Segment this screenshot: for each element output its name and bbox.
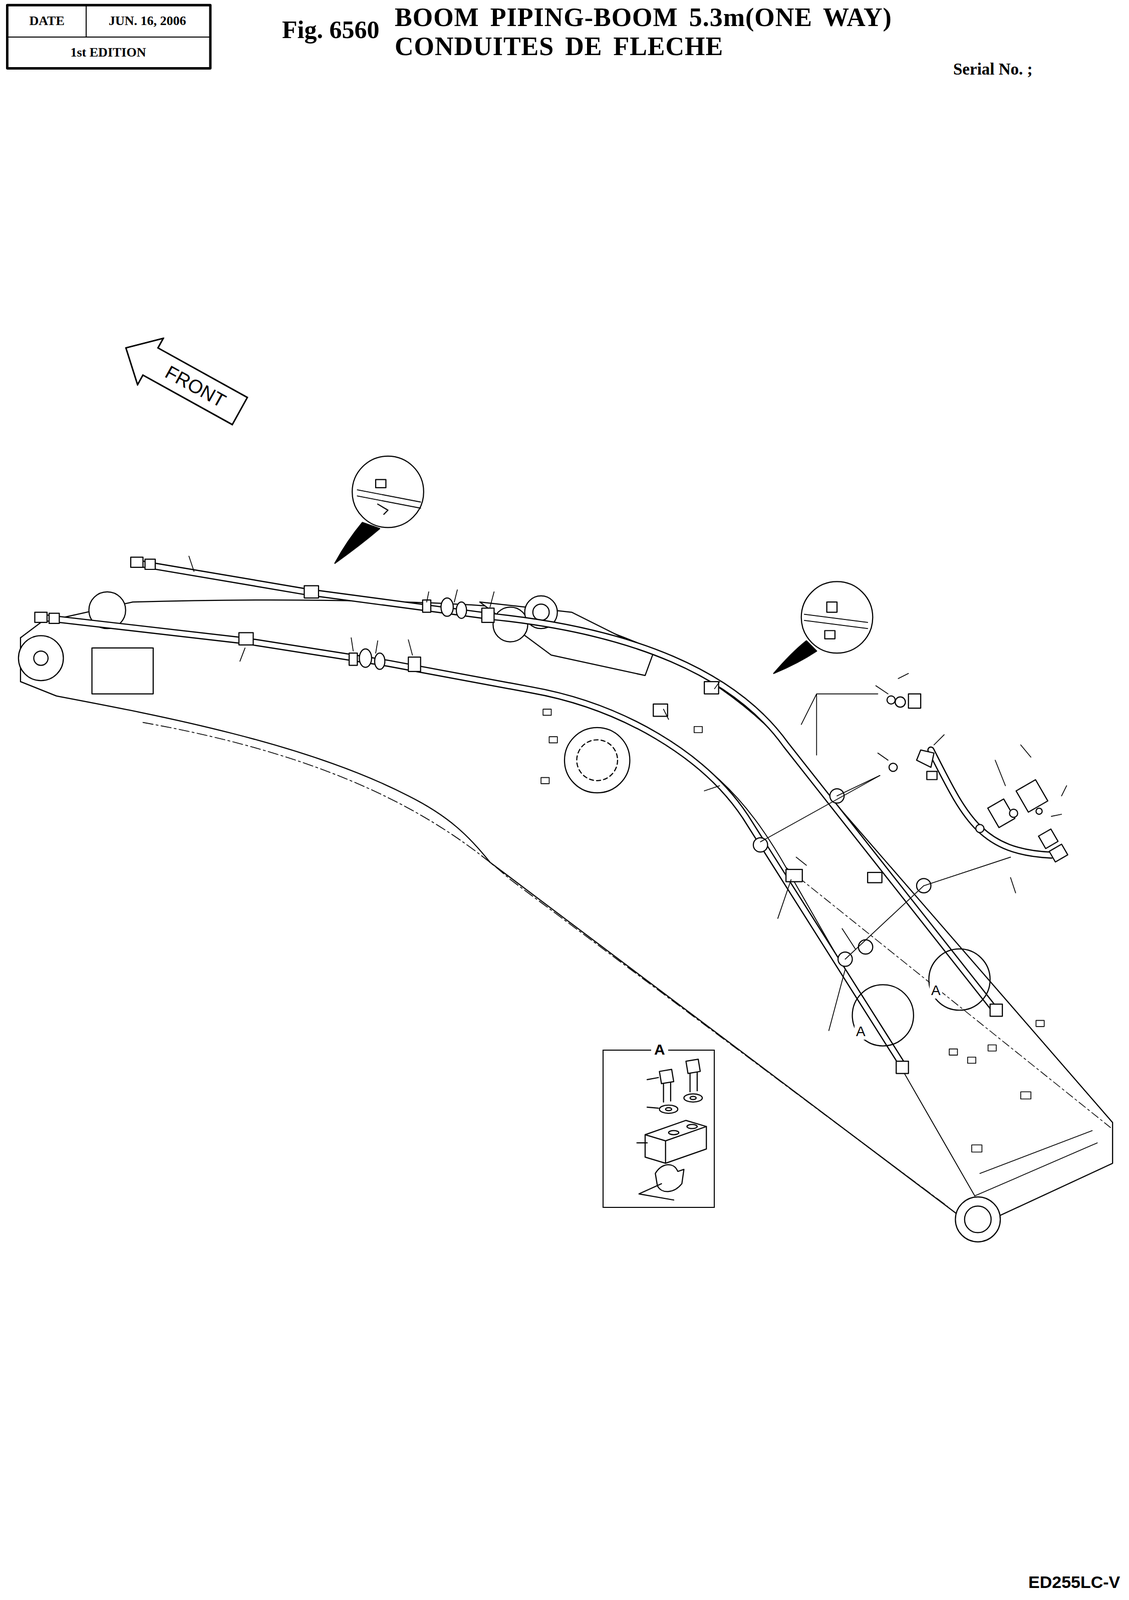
boom-outline — [20, 600, 1113, 1217]
foot-boss — [964, 1206, 992, 1233]
model-code: ED255LC-V — [1026, 1572, 1122, 1593]
pipe-clamps — [34, 557, 1068, 1074]
detail-heading: A — [651, 1041, 669, 1059]
head-boss — [33, 651, 49, 666]
date-text: DATE — [29, 13, 65, 29]
boom-edge — [974, 1131, 1098, 1197]
date-text: 1st EDITION — [70, 45, 147, 61]
head-boss — [18, 635, 64, 681]
date-cell: 1st EDITION — [8, 36, 210, 68]
detail-a-parts — [637, 1059, 707, 1201]
arm-boss — [532, 604, 550, 621]
cylinder-boss — [564, 727, 630, 793]
date-cell: DATE — [8, 6, 87, 37]
boom-edge — [622, 719, 975, 1197]
figure-number: Fig. 6560 — [280, 15, 381, 45]
front-arrow: FRONT — [111, 323, 255, 437]
foot-boss — [955, 1197, 1001, 1243]
detail-bubble — [335, 456, 991, 1047]
detail-callout: A — [854, 1023, 868, 1040]
pipe — [41, 563, 996, 1067]
serial-number: Serial No. ; — [951, 60, 1035, 79]
detail-callout: A — [929, 982, 943, 999]
arm-boss — [492, 607, 528, 642]
arrow-shape — [113, 324, 253, 435]
hose — [931, 750, 1052, 856]
detail-box: A — [602, 1049, 715, 1209]
boom-edge — [785, 867, 1111, 1128]
date-text: JUN. 16, 2006 — [108, 13, 187, 29]
leader-line — [188, 556, 1067, 1031]
cylinder-boss — [576, 739, 618, 781]
date-frame — [7, 5, 210, 69]
date-cell: JUN. 16, 2006 — [86, 6, 210, 37]
figure-title: BOOM PIPING-BOOM 5.3m(ONE WAY) CONDUITES… — [394, 3, 996, 62]
pad-plates — [540, 709, 1045, 1153]
head-plate — [92, 648, 154, 695]
bracket — [479, 602, 654, 676]
